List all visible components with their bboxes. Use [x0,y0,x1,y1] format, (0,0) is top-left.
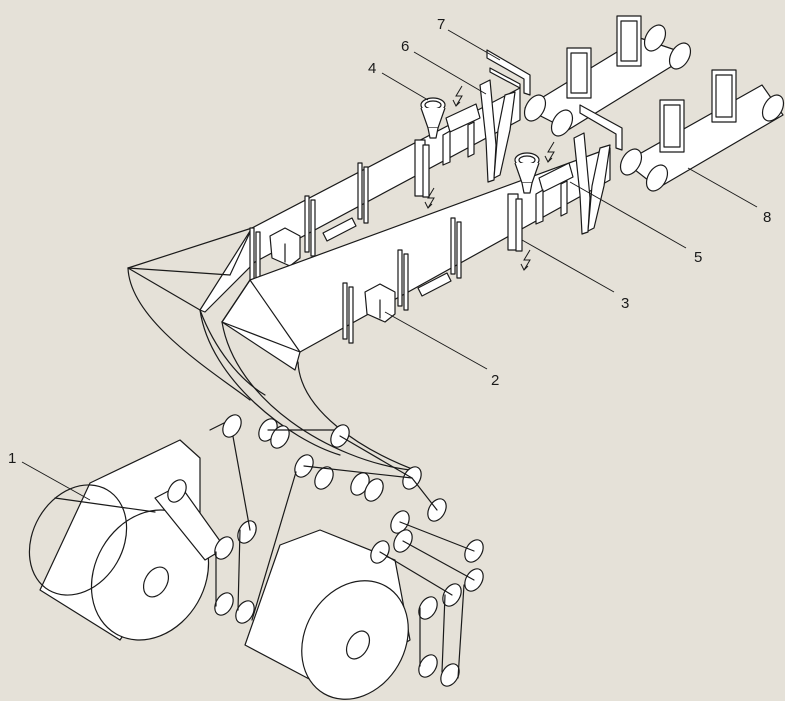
back-film-tube [127,49,531,401]
film-roll-back [28,414,350,641]
label-2: 2 [491,372,499,389]
output-conveyor-back [523,15,692,137]
front-film-tube [199,104,623,473]
film-roll-front [244,435,484,700]
label-6: 6 [401,38,409,55]
output-conveyor-front [619,69,785,192]
label-3: 3 [621,295,629,312]
label-7: 7 [437,16,445,33]
leader-lines [21,29,758,501]
label-8: 8 [763,209,771,226]
label-5: 5 [694,249,702,266]
label-4: 4 [368,60,376,77]
label-1: 1 [8,450,16,467]
